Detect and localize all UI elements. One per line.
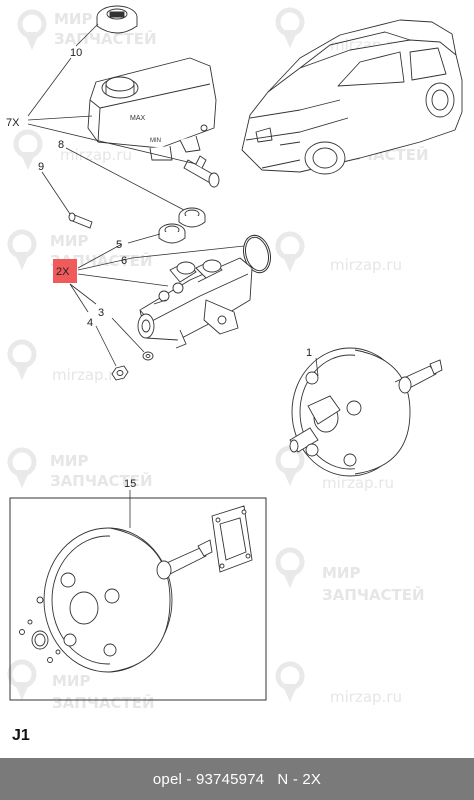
watermark-text: mirzap.ru	[52, 366, 124, 384]
spacer	[264, 771, 277, 788]
watermark-logo-icon	[13, 129, 43, 170]
callout-9: 9	[38, 161, 44, 173]
callout-4: 4	[87, 317, 93, 329]
grommet-lower	[158, 223, 186, 244]
svg-text:MIN: MIN	[150, 138, 161, 144]
brake-booster-assembly	[289, 347, 443, 477]
callout-1: 1	[306, 347, 312, 359]
callout-15: 15	[124, 478, 136, 490]
brake-booster-kit	[43, 527, 213, 673]
watermark-text: mirzap.ru	[322, 474, 394, 492]
watermark-logo-icon	[7, 447, 37, 488]
position-code: N - 2X	[277, 770, 322, 788]
vehicle-illustration	[241, 19, 463, 175]
svg-text:MAX: MAX	[130, 115, 146, 122]
o-ring-seal	[243, 234, 271, 274]
watermark-logo-icon	[7, 339, 37, 380]
watermark-text: ЗАПЧАСТЕЙ	[54, 29, 157, 48]
watermark-text: МИР	[52, 672, 90, 690]
watermark-text: МИР	[322, 564, 360, 582]
watermark-logo-icon	[275, 7, 305, 48]
hose-fitting	[183, 155, 220, 188]
part-number: 93745974	[195, 770, 265, 788]
watermark-logo-icon	[275, 661, 305, 702]
brake-fluid-reservoir: MAX MIN	[87, 57, 217, 161]
highlighted-callout-box	[53, 259, 77, 283]
kit-small-parts	[19, 596, 61, 663]
page-label: J1	[12, 727, 30, 744]
washer	[142, 351, 154, 361]
watermark-text: МИР	[50, 232, 88, 250]
booster-gasket	[211, 505, 253, 573]
watermark-text: ЗАПЧАСТЕЙ	[322, 585, 425, 604]
watermark-text: ЗАПЧАСТЕЙ	[50, 471, 153, 490]
watermark-text: ЗАПЧАСТЕЙ	[52, 693, 155, 712]
watermark-logo-icon	[275, 231, 305, 272]
callout-6: 6	[121, 255, 127, 267]
watermark-logo-icon	[275, 445, 305, 486]
reservoir-cap	[96, 5, 138, 34]
watermark-text: МИР	[50, 452, 88, 470]
brake-master-cylinder	[137, 257, 253, 349]
watermark-text: МИР	[54, 10, 92, 28]
grommet-upper	[178, 207, 206, 228]
watermark-logo-icon	[7, 229, 37, 270]
callout-5: 5	[116, 239, 122, 251]
brand-name: opel	[152, 770, 183, 788]
callout-7x: 7X	[6, 117, 20, 129]
watermark-text: mirzap.ru	[330, 256, 402, 274]
separator: -	[182, 770, 196, 788]
leader-lines	[27, 23, 319, 528]
watermark-text: mirzap.ru	[60, 146, 132, 164]
watermark-text: mirzap.ru	[330, 688, 402, 706]
service-kit-frame	[9, 497, 267, 701]
callout-8: 8	[58, 139, 64, 151]
callout-2x: 2X	[56, 266, 70, 278]
hex-nut	[111, 365, 129, 381]
watermark-logo-icon	[275, 547, 305, 588]
retaining-pin	[68, 212, 93, 229]
watermark-logo-icon	[17, 9, 47, 50]
callout-10: 10	[70, 47, 82, 59]
watermark-logo-icon	[7, 659, 37, 700]
part-info-bar: opel - 93745974 N - 2X	[0, 758, 474, 800]
callout-3: 3	[98, 307, 104, 319]
